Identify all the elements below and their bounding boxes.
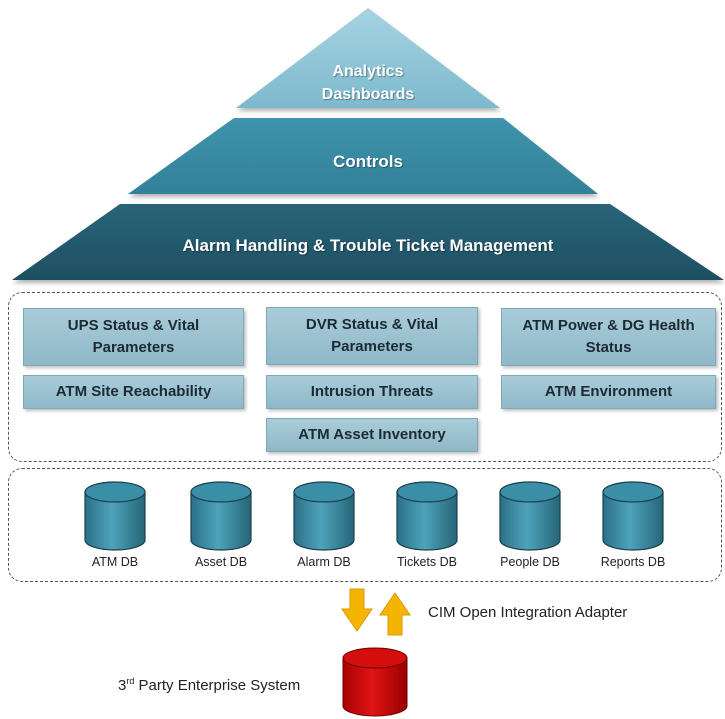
database-label: Alarm DB <box>297 555 351 569</box>
cylinder-icon <box>293 481 355 551</box>
pyramid-top-label-line2: Dashboards <box>321 86 415 103</box>
module-ups-status: UPS Status & Vital Parameters <box>23 308 244 366</box>
module-dvr-status-line2: Parameters <box>331 338 413 355</box>
cylinder-icon <box>84 481 146 551</box>
database-label: ATM DB <box>91 555 139 569</box>
module-intrusion-threats: Intrusion Threats <box>266 375 478 409</box>
database-label: Tickets DB <box>397 555 457 569</box>
enterprise-system-label: 3rd Party Enterprise System <box>118 676 300 694</box>
pyramid-top-label: Analytics Dashboards <box>300 60 436 106</box>
arrow-up-icon <box>379 592 411 636</box>
pyramid-middle-layer <box>128 118 598 194</box>
pyramid-base-layer <box>12 204 724 280</box>
pyramid-top-layer <box>236 8 500 108</box>
database-asset-db-icon <box>189 480 253 564</box>
cylinder-icon <box>602 481 664 551</box>
pyramid-middle-label: Controls <box>333 152 403 171</box>
database-tickets-db-icon <box>395 480 459 564</box>
arrow-down-icon <box>341 588 373 632</box>
database-alarm-db-icon <box>292 480 356 564</box>
enterprise-suffix: Party Enterprise System <box>134 677 301 694</box>
databases-group <box>8 468 722 582</box>
pyramid-base-label: Alarm Handling & Trouble Ticket Manageme… <box>182 236 554 255</box>
monitoring-modules-group <box>8 292 722 462</box>
adapter-label: CIM Open Integration Adapter <box>428 604 628 621</box>
database-reports-db-icon <box>601 480 665 564</box>
module-ups-status-line2: Parameters <box>92 339 175 356</box>
integration-arrows <box>341 588 411 636</box>
cylinder-icon <box>190 481 252 551</box>
module-power-health-line2: Status <box>585 339 632 356</box>
database-label: Reports DB <box>600 555 666 569</box>
module-power-health-line1: ATM Power & DG Health <box>522 317 695 335</box>
pyramid-top-label-line1: Analytics <box>332 63 404 80</box>
pyramid-diagram <box>12 8 724 280</box>
database-label: Asset DB <box>194 555 248 569</box>
cylinder-icon <box>499 481 561 551</box>
database-people-db-icon <box>498 480 562 564</box>
module-asset-inventory: ATM Asset Inventory <box>266 418 478 452</box>
enterprise-prefix: 3 <box>118 677 127 694</box>
module-ups-status-line1: UPS Status & Vital <box>67 317 200 335</box>
module-power-health: ATM Power & DG Health Status <box>501 308 716 366</box>
module-atm-environment: ATM Environment <box>501 375 716 409</box>
module-site-reachability: ATM Site Reachability <box>23 375 244 409</box>
enterprise-superscript: rd <box>126 676 135 686</box>
enterprise-database-icon <box>342 647 408 717</box>
database-atm-db-icon <box>83 480 147 564</box>
module-dvr-status: DVR Status & Vital Parameters <box>266 307 478 365</box>
database-label: People DB <box>500 555 560 569</box>
cylinder-icon <box>396 481 458 551</box>
module-dvr-status-line1: DVR Status & Vital <box>305 316 439 334</box>
